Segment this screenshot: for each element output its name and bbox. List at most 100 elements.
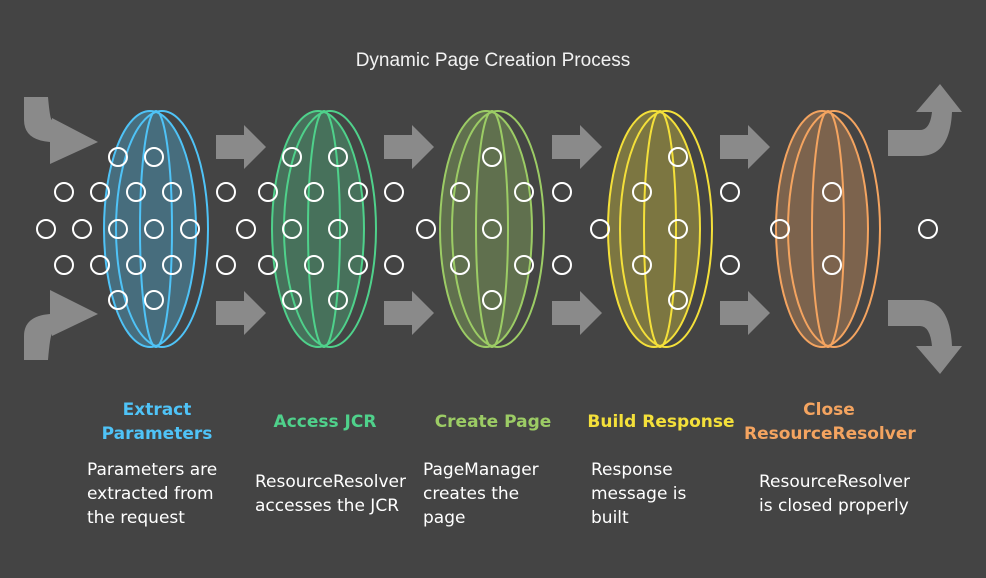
step-title-line: Access JCR [273, 412, 377, 432]
particle-dot [108, 290, 128, 310]
particle-dot [328, 147, 348, 167]
particle-dot [668, 147, 688, 167]
particle-dot [144, 147, 164, 167]
step-desc-build-response: Response message is built [591, 458, 761, 530]
arrow-right-icon [720, 291, 770, 335]
step-title-line: Parameters [101, 424, 213, 444]
step-desc-create-page: PageManager creates the page [423, 458, 593, 530]
step-desc-extract-parameters: Parameters are extracted from the reques… [87, 458, 257, 530]
particle-dot [482, 290, 502, 310]
step-title-line: Build Response [587, 412, 735, 432]
particle-dot [90, 255, 110, 275]
particle-dot [552, 182, 572, 202]
ring-front [451, 110, 545, 348]
ring-body [271, 110, 365, 348]
step-title-build-response: Build Response [576, 410, 746, 434]
particle-dot [720, 255, 740, 275]
particle-dot [552, 255, 572, 275]
particle-dot [720, 182, 740, 202]
particle-dot [918, 219, 938, 239]
particle-dot [514, 182, 534, 202]
step-title-line: Extract [122, 400, 192, 420]
step-title-close-resourceresolver: Close ResourceResolver [744, 398, 916, 446]
ring-inner [307, 110, 341, 348]
particle-dot [144, 219, 164, 239]
step-desc-line: ResourceResolver [759, 472, 910, 492]
step-desc-line: PageManager [423, 460, 539, 480]
particle-dot [328, 219, 348, 239]
particle-dot [162, 255, 182, 275]
particle-dot [328, 290, 348, 310]
step-desc-line: message is [591, 484, 687, 504]
step-desc-line: extracted from [87, 484, 214, 504]
particle-dot [384, 182, 404, 202]
particle-dot [668, 219, 688, 239]
particle-dot [108, 147, 128, 167]
ring-front [115, 110, 209, 348]
particle-dot [416, 219, 436, 239]
step-desc-line: accesses the JCR [255, 496, 400, 516]
step-title-create-page: Create Page [408, 410, 578, 434]
particle-dot [216, 255, 236, 275]
particle-dot [384, 255, 404, 275]
particle-dot [162, 182, 182, 202]
arrow-right-icon [384, 291, 434, 335]
particle-dot [590, 219, 610, 239]
step-desc-line: ResourceResolver [255, 472, 406, 492]
particle-dot [36, 219, 56, 239]
curved-arrow-in-bottom-icon [24, 290, 98, 360]
arrow-right-icon [384, 125, 434, 169]
particle-dot [126, 255, 146, 275]
diagram-title: Dynamic Page Creation Process [355, 50, 631, 71]
ring-inner [811, 110, 845, 348]
particle-dot [304, 182, 324, 202]
particle-dot [514, 255, 534, 275]
step-title-line: ResourceResolver [744, 424, 916, 444]
particle-dot [668, 290, 688, 310]
particle-dot [450, 255, 470, 275]
particle-dot [822, 255, 842, 275]
particle-dot [348, 255, 368, 275]
particle-dot [822, 182, 842, 202]
ring-inner [139, 110, 173, 348]
arrow-right-icon [216, 291, 266, 335]
particle-dot [770, 219, 790, 239]
arrow-right-icon [552, 291, 602, 335]
particle-dot [108, 219, 128, 239]
particle-dot [258, 182, 278, 202]
arrow-right-icon [552, 125, 602, 169]
ring-inner [643, 110, 677, 348]
step-desc-line: built [591, 508, 629, 528]
particle-dot [54, 255, 74, 275]
step-title-line: Close [803, 400, 855, 420]
particle-dot [54, 182, 74, 202]
arrow-right-icon [720, 125, 770, 169]
step-desc-line: Response [591, 460, 673, 480]
curved-arrow-in-top-icon [24, 97, 98, 164]
ring-body [103, 110, 197, 348]
particle-dot [90, 182, 110, 202]
particle-dot [216, 182, 236, 202]
step-desc-line: Parameters are [87, 460, 218, 480]
particle-dot [282, 290, 302, 310]
particle-dot [126, 182, 146, 202]
particle-dot [450, 182, 470, 202]
step-desc-line: page [423, 508, 466, 528]
ring-body [439, 110, 533, 348]
particle-dot [482, 147, 502, 167]
step-title-extract-parameters: Extract Parameters [72, 398, 242, 446]
flow-graphic [24, 84, 962, 374]
ring-inner [475, 110, 509, 348]
particle-dot [304, 255, 324, 275]
particle-dot [632, 255, 652, 275]
particle-dot [258, 255, 278, 275]
step-desc-access-jcr: ResourceResolver accesses the JCR [255, 470, 425, 518]
ring-body [775, 110, 869, 348]
particle-dot [282, 219, 302, 239]
step-title-access-jcr: Access JCR [240, 410, 410, 434]
curved-arrow-out-top-icon [888, 84, 962, 156]
step-title-line: Create Page [434, 412, 552, 432]
curved-arrow-out-bottom-icon [888, 300, 962, 374]
step-desc-line: creates the [423, 484, 520, 504]
